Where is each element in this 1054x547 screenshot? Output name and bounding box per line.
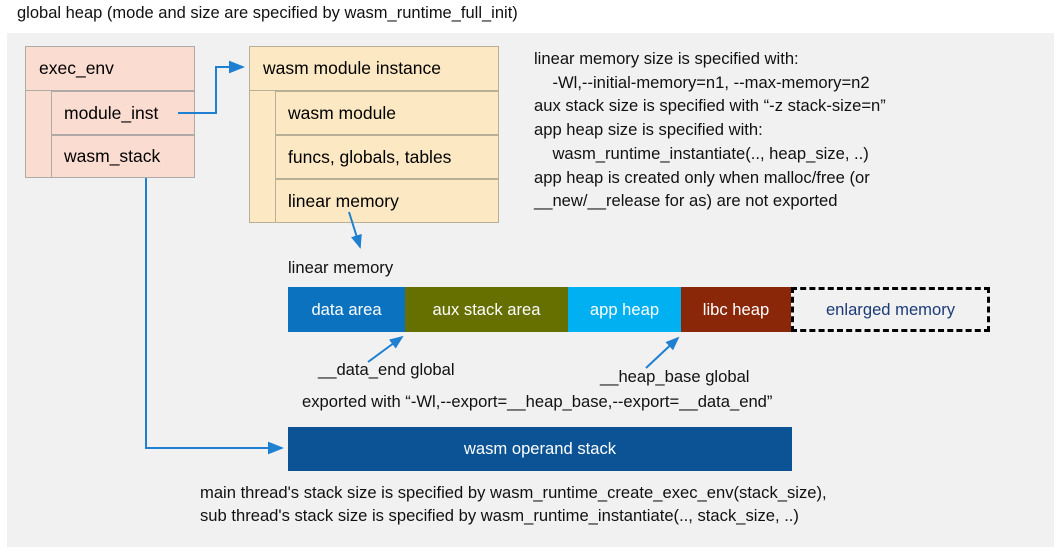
exec-env-label: exec_env	[39, 58, 114, 78]
exec-env-field-module-inst: module_inst	[51, 91, 195, 135]
funcs-globals-tables-label: funcs, globals, tables	[288, 146, 452, 167]
exported-with-annotation: exported with “-Wl,--export=__heap_base,…	[302, 392, 773, 411]
stack-size-footer-note: main thread's stack size is specified by…	[200, 483, 827, 525]
module-instance-field-linear-memory: linear memory	[275, 179, 499, 223]
module-instance-field-wasm-module: wasm module	[275, 91, 499, 135]
module-inst-label: module_inst	[64, 102, 159, 123]
exec-env-header-row: exec_env	[25, 46, 195, 91]
heap-base-annotation: __heap_base global	[600, 367, 750, 386]
module-instance-label: wasm module instance	[263, 58, 441, 78]
memory-segment-libc-heap: libc heap	[681, 287, 791, 332]
config-notes: linear memory size is specified with: -W…	[534, 49, 886, 211]
memory-segment-app-heap: app heap	[568, 287, 681, 332]
linear-memory-field-label: linear memory	[288, 190, 399, 211]
memory-segment-label: data area	[311, 299, 382, 319]
memory-segment-enlarged-memory: enlarged memory	[791, 287, 990, 332]
exec-env-field-wasm-stack: wasm_stack	[51, 135, 195, 178]
linear-memory-caption: linear memory	[288, 258, 394, 277]
data-end-annotation: __data_end global	[318, 360, 455, 379]
memory-segment-label: app heap	[589, 299, 660, 319]
page-title: global heap (mode and size are specified…	[17, 4, 518, 22]
module-instance-header-row: wasm module instance	[249, 46, 499, 91]
wasm-operand-stack-label: wasm operand stack	[463, 439, 617, 458]
memory-segment-label: libc heap	[702, 299, 770, 319]
wasm-stack-label: wasm_stack	[64, 146, 161, 166]
memory-segment-label: enlarged memory	[825, 299, 956, 319]
module-instance-field-funcs-globals-tables: funcs, globals, tables	[275, 135, 499, 179]
wasm-operand-stack-box: wasm operand stack	[288, 427, 792, 471]
wasm-module-label: wasm module	[288, 102, 396, 123]
memory-segment-aux-stack-area: aux stack area	[405, 287, 568, 332]
memory-segment-data-area: data area	[288, 287, 405, 332]
memory-segment-label: aux stack area	[432, 299, 541, 319]
